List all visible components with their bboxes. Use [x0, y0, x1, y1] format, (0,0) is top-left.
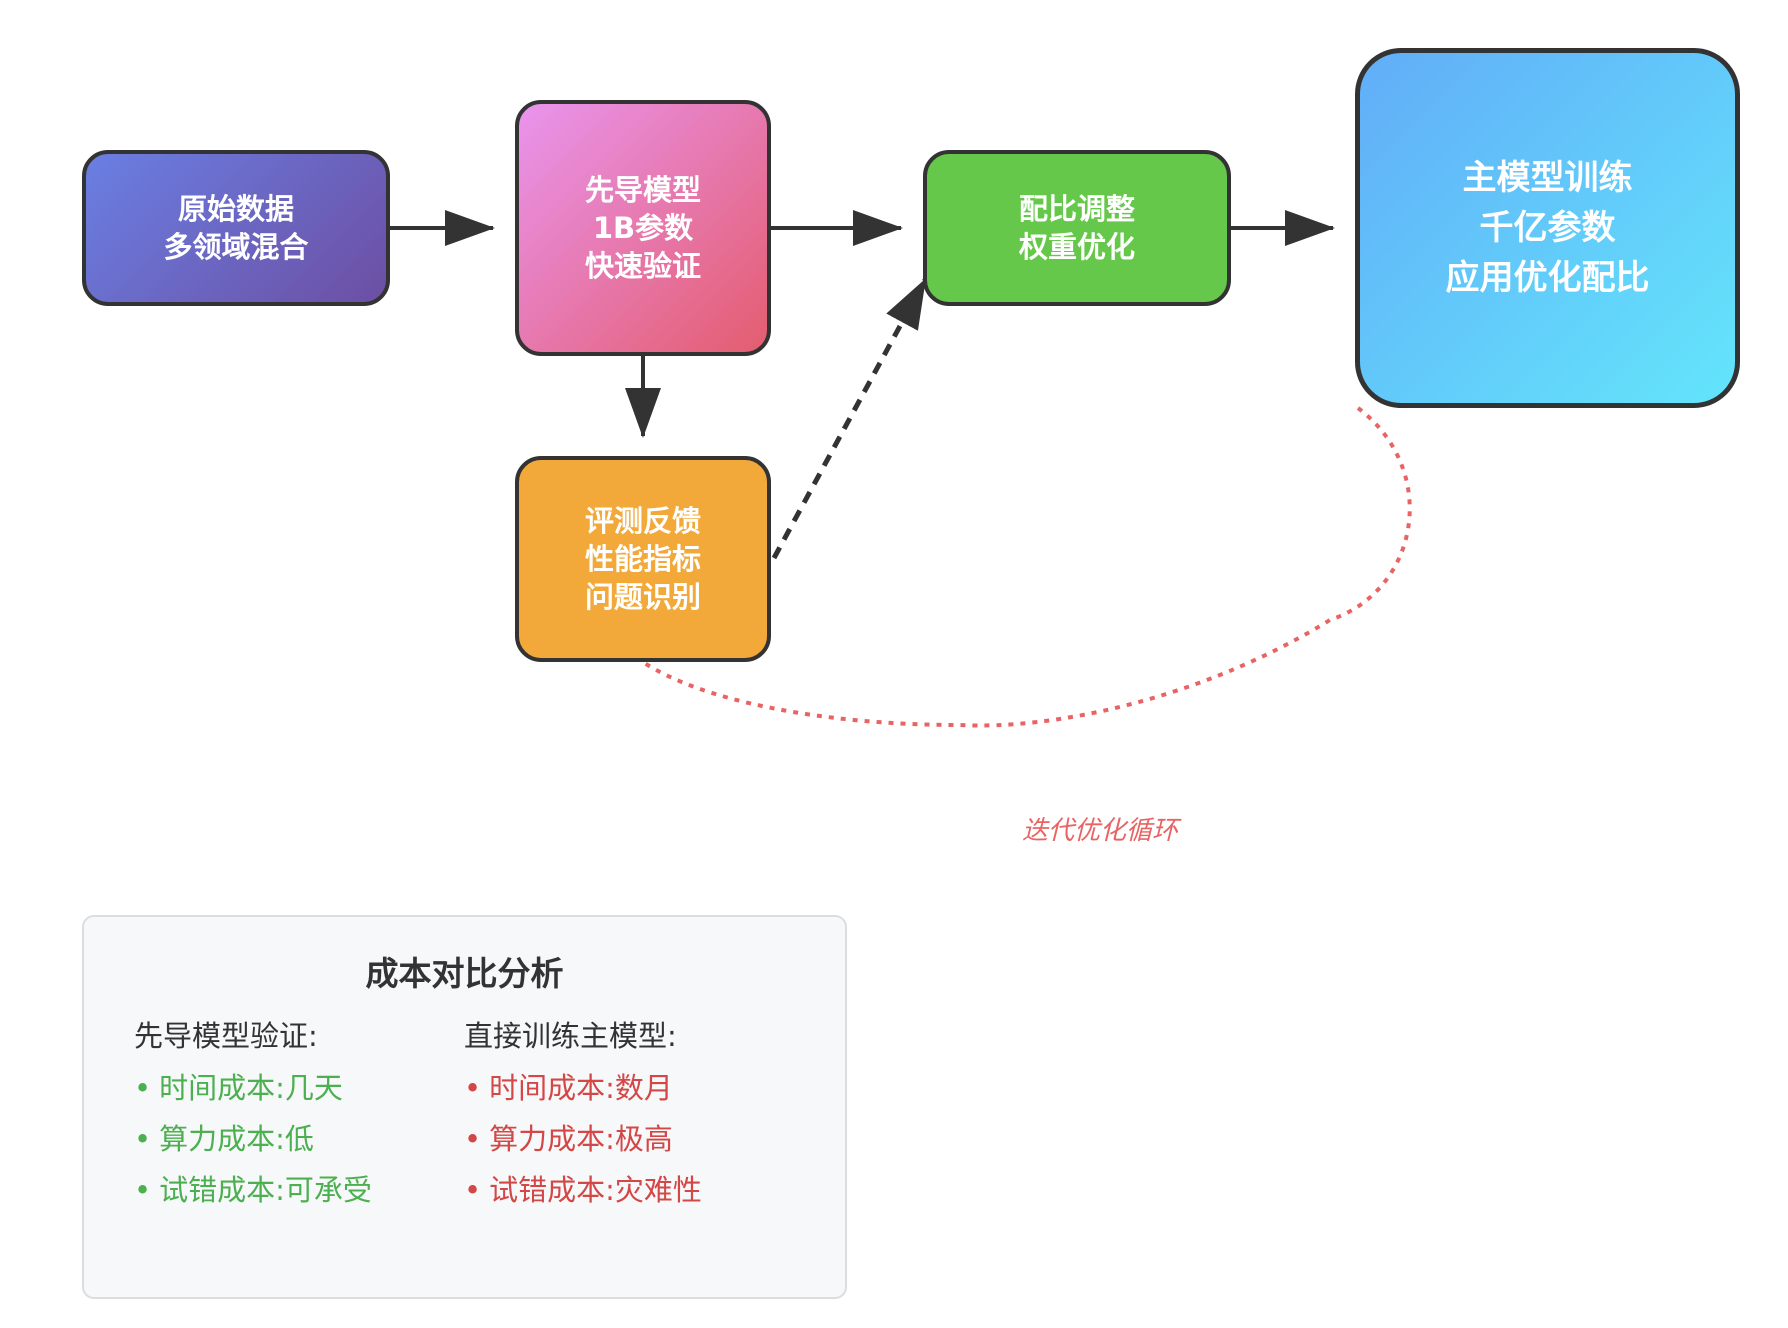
node-raw-data: 原始数据 多领域混合 — [82, 150, 390, 306]
arrow-eval-to-ratio-dashed — [771, 278, 928, 560]
loop-label: 迭代优化循环 — [1021, 816, 1178, 846]
cost-item-direct-compute: •算力成本:极高 — [464, 1120, 702, 1158]
node-eval-line1: 评测反馈 — [584, 504, 701, 538]
cost-item-direct-trial: •试错成本:灾难性 — [464, 1171, 702, 1209]
node-main-model: 主模型训练 千亿参数 应用优化配比 — [1355, 48, 1740, 408]
cost-column-direct: 直接训练主模型: •时间成本:数月 •算力成本:极高 •试错成本:灾难性 — [464, 1017, 702, 1222]
node-pilot-line1: 先导模型 — [584, 173, 701, 207]
node-raw-line2: 多领域混合 — [163, 230, 309, 264]
node-main-line2: 千亿参数 — [1479, 208, 1616, 248]
cost-item-pilot-compute: •算力成本:低 — [134, 1120, 372, 1158]
node-ratio-adjust: 配比调整 权重优化 — [923, 150, 1231, 306]
cost-item-text: 试错成本:灾难性 — [489, 1173, 702, 1207]
cost-item-text: 算力成本:低 — [159, 1122, 314, 1156]
node-eval-line3: 问题识别 — [584, 580, 701, 614]
node-raw-line1: 原始数据 — [177, 192, 294, 226]
bullet-icon: • — [134, 1122, 152, 1156]
node-main-line1: 主模型训练 — [1462, 158, 1633, 198]
cost-item-text: 时间成本:数月 — [489, 1071, 673, 1105]
cost-item-pilot-time: •时间成本:几天 — [134, 1069, 372, 1107]
bullet-icon: • — [464, 1071, 482, 1105]
cost-item-direct-time: •时间成本:数月 — [464, 1069, 702, 1107]
node-pilot-line2: 1B参数 — [592, 211, 694, 245]
loop-main-to-eval-dotted — [641, 406, 1412, 728]
node-eval-feedback: 评测反馈 性能指标 问题识别 — [515, 456, 771, 662]
cost-item-pilot-trial: •试错成本:可承受 — [134, 1171, 372, 1209]
cost-column-pilot: 先导模型验证: •时间成本:几天 •算力成本:低 •试错成本:可承受 — [134, 1017, 372, 1222]
cost-panel-title: 成本对比分析 — [365, 954, 564, 993]
node-eval-line2: 性能指标 — [584, 542, 701, 576]
cost-column-pilot-title: 先导模型验证: — [134, 1019, 318, 1053]
bullet-icon: • — [134, 1173, 152, 1207]
cost-item-text: 试错成本:可承受 — [159, 1173, 372, 1207]
bullet-icon: • — [134, 1071, 152, 1105]
node-main-line3: 应用优化配比 — [1445, 258, 1650, 298]
node-ratio-line2: 权重优化 — [1018, 230, 1135, 264]
node-ratio-line1: 配比调整 — [1018, 192, 1135, 226]
cost-column-direct-title: 直接训练主模型: — [464, 1019, 677, 1053]
cost-item-text: 算力成本:极高 — [489, 1122, 673, 1156]
bullet-icon: • — [464, 1122, 482, 1156]
bullet-icon: • — [464, 1173, 482, 1207]
cost-comparison-panel: 成本对比分析 先导模型验证: •时间成本:几天 •算力成本:低 •试错成本:可承… — [82, 915, 847, 1299]
node-pilot-line3: 快速验证 — [584, 249, 701, 283]
cost-item-text: 时间成本:几天 — [159, 1071, 343, 1105]
node-pilot-model: 先导模型 1B参数 快速验证 — [515, 100, 771, 356]
